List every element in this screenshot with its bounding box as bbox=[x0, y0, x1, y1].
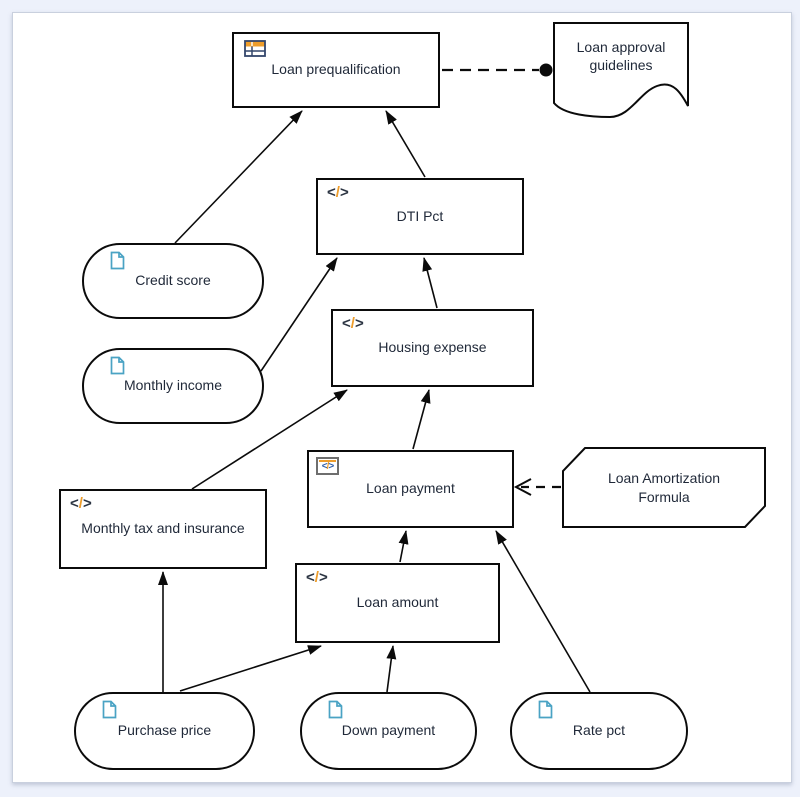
node-label: Loan amount bbox=[356, 594, 439, 611]
node-loan-amortization-formula[interactable]: Loan Amortization Formula bbox=[562, 447, 766, 528]
node-loan-amount[interactable]: </> Loan amount bbox=[295, 563, 500, 643]
code-icon: </> bbox=[70, 495, 92, 512]
node-rate-pct[interactable]: Rate pct bbox=[510, 692, 688, 770]
node-down-payment[interactable]: Down payment bbox=[300, 692, 477, 770]
node-credit-score[interactable]: Credit score bbox=[82, 243, 264, 319]
node-label: Down payment bbox=[341, 722, 436, 739]
node-label: Credit score bbox=[135, 272, 211, 289]
node-dti-pct[interactable]: </> DTI Pct bbox=[316, 178, 524, 255]
knowledge-source-shape bbox=[553, 22, 689, 119]
node-label: Loan payment bbox=[366, 480, 455, 497]
document-icon bbox=[538, 700, 553, 722]
code-icon: </> bbox=[342, 315, 364, 332]
boxed-expression-icon: </> bbox=[316, 457, 339, 475]
node-label: Loan approval guidelines bbox=[576, 39, 666, 74]
code-icon: </> bbox=[327, 184, 349, 201]
node-housing-expense[interactable]: </> Housing expense bbox=[331, 309, 534, 387]
node-label: Purchase price bbox=[117, 722, 212, 739]
node-label: Rate pct bbox=[572, 722, 626, 739]
node-label: Loan Amortization Formula bbox=[607, 470, 721, 505]
node-purchase-price[interactable]: Purchase price bbox=[74, 692, 255, 770]
node-monthly-income[interactable]: Monthly income bbox=[82, 348, 264, 424]
node-monthly-tax-and-insurance[interactable]: </> Monthly tax and insurance bbox=[59, 489, 267, 569]
node-loan-prequalification[interactable]: Loan prequalification bbox=[232, 32, 440, 108]
decision-table-icon bbox=[244, 40, 266, 60]
node-label: Loan prequalification bbox=[271, 61, 401, 78]
node-label: Monthly tax and insurance bbox=[81, 520, 245, 537]
document-icon bbox=[110, 251, 125, 273]
node-loan-approval-guidelines[interactable]: Loan approval guidelines bbox=[553, 22, 689, 122]
code-icon: </> bbox=[306, 569, 328, 586]
node-label: Housing expense bbox=[378, 339, 487, 356]
node-label: DTI Pct bbox=[396, 207, 444, 224]
node-label: Monthly income bbox=[123, 377, 223, 394]
document-icon bbox=[102, 700, 117, 722]
business-knowledge-model-shape bbox=[562, 447, 766, 528]
document-icon bbox=[328, 700, 343, 722]
node-loan-payment[interactable]: </> Loan payment bbox=[307, 450, 514, 528]
document-icon bbox=[110, 356, 125, 378]
